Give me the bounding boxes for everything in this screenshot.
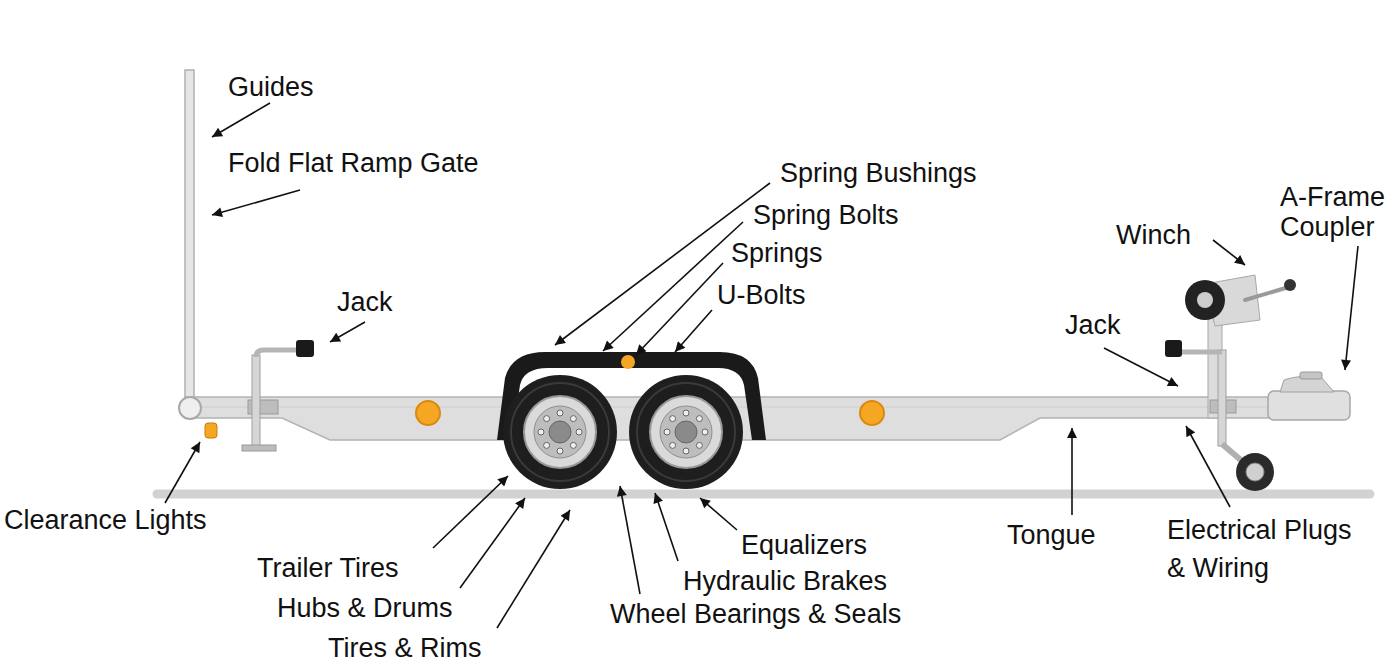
lug-nut: [670, 442, 676, 448]
lug-nut: [670, 416, 676, 422]
leader-line: [1213, 240, 1245, 265]
leader-line: [675, 310, 712, 352]
winch-drum: [1185, 280, 1225, 320]
rim: [524, 396, 596, 468]
jack-arm: [1180, 350, 1222, 355]
leader-line: [1104, 348, 1178, 386]
lug-nut: [696, 442, 702, 448]
lug-nut: [557, 448, 563, 454]
leader-line: [1186, 426, 1230, 507]
leader-line: [620, 486, 640, 594]
rim: [650, 396, 722, 468]
coupler-latch: [1300, 372, 1322, 379]
wheel: [503, 375, 617, 489]
part-label: Guides: [228, 71, 314, 103]
part-label: Jack: [1065, 309, 1121, 341]
leader-line: [497, 510, 570, 628]
jack-knob: [1165, 340, 1182, 357]
part-label: Trailer Tires: [257, 552, 399, 584]
leader-line: [212, 103, 270, 137]
ramp-gate: [185, 70, 194, 402]
leader-line: [165, 442, 200, 503]
leader-line: [636, 263, 723, 355]
leader-line: [700, 498, 737, 530]
part-label: Jack: [337, 286, 393, 318]
tire-sidewall: [637, 383, 735, 481]
lug-nut: [576, 429, 582, 435]
jack-foot: [242, 445, 276, 451]
jack-wheel: [1236, 453, 1274, 491]
clearance-light: [205, 423, 217, 438]
lug-nut: [570, 442, 576, 448]
part-label: Electrical Plugs & Wiring: [1167, 511, 1367, 587]
tire-sidewall: [511, 383, 609, 481]
part-label: Hydraulic Brakes: [683, 565, 887, 597]
hub: [534, 406, 586, 458]
jack-knob: [296, 340, 314, 357]
part-label: Equalizers: [741, 529, 867, 561]
jack-arm: [256, 350, 300, 357]
part-label: U-Bolts: [717, 279, 806, 311]
part-label: Hubs & Drums: [277, 592, 453, 624]
side-light: [860, 401, 884, 425]
leader-line: [655, 493, 678, 561]
jack-wheel-hub: [1246, 463, 1264, 481]
lug-nut: [664, 429, 670, 435]
leader-line: [1071, 428, 1073, 515]
fender-light: [621, 355, 635, 369]
lug-nut: [696, 416, 702, 422]
ground-line: [157, 490, 1370, 499]
part-label: Fold Flat Ramp Gate: [228, 147, 479, 179]
part-label: Spring Bushings: [780, 157, 977, 189]
leader-line: [330, 322, 365, 342]
jack-post: [1218, 350, 1226, 446]
lug-nut: [538, 429, 544, 435]
leader-line: [460, 498, 525, 588]
leader-line: [212, 190, 300, 215]
lug-nut: [570, 416, 576, 422]
wheel: [629, 375, 743, 489]
gate-pivot: [179, 397, 201, 419]
hub: [660, 406, 712, 458]
hub-cap: [549, 421, 571, 443]
winch-handle: [1245, 287, 1289, 300]
tire: [503, 375, 617, 489]
lug-nut: [683, 410, 689, 416]
lug-nut: [544, 416, 550, 422]
part-label: A-Frame Coupler: [1280, 182, 1396, 242]
side-light: [416, 401, 440, 425]
leader-lines: [165, 103, 1358, 628]
lug-nut: [702, 429, 708, 435]
part-label: Wheel Bearings & Seals: [610, 598, 901, 630]
part-label: Spring Bolts: [753, 199, 899, 231]
leader-line: [1345, 246, 1358, 370]
part-label: Tires & Rims: [328, 632, 482, 664]
part-label: Winch: [1116, 219, 1191, 251]
lug-nut: [683, 448, 689, 454]
tire: [629, 375, 743, 489]
part-label: Springs: [731, 237, 823, 269]
winch-grip: [1284, 279, 1296, 291]
lug-nut: [557, 410, 563, 416]
part-label: Clearance Lights: [4, 504, 207, 536]
winch-axle: [1197, 292, 1213, 308]
coupler-body: [1268, 391, 1350, 420]
part-label: Tongue: [1007, 519, 1096, 551]
lug-nut: [544, 442, 550, 448]
hub-cap: [675, 421, 697, 443]
jack-post: [252, 355, 260, 447]
